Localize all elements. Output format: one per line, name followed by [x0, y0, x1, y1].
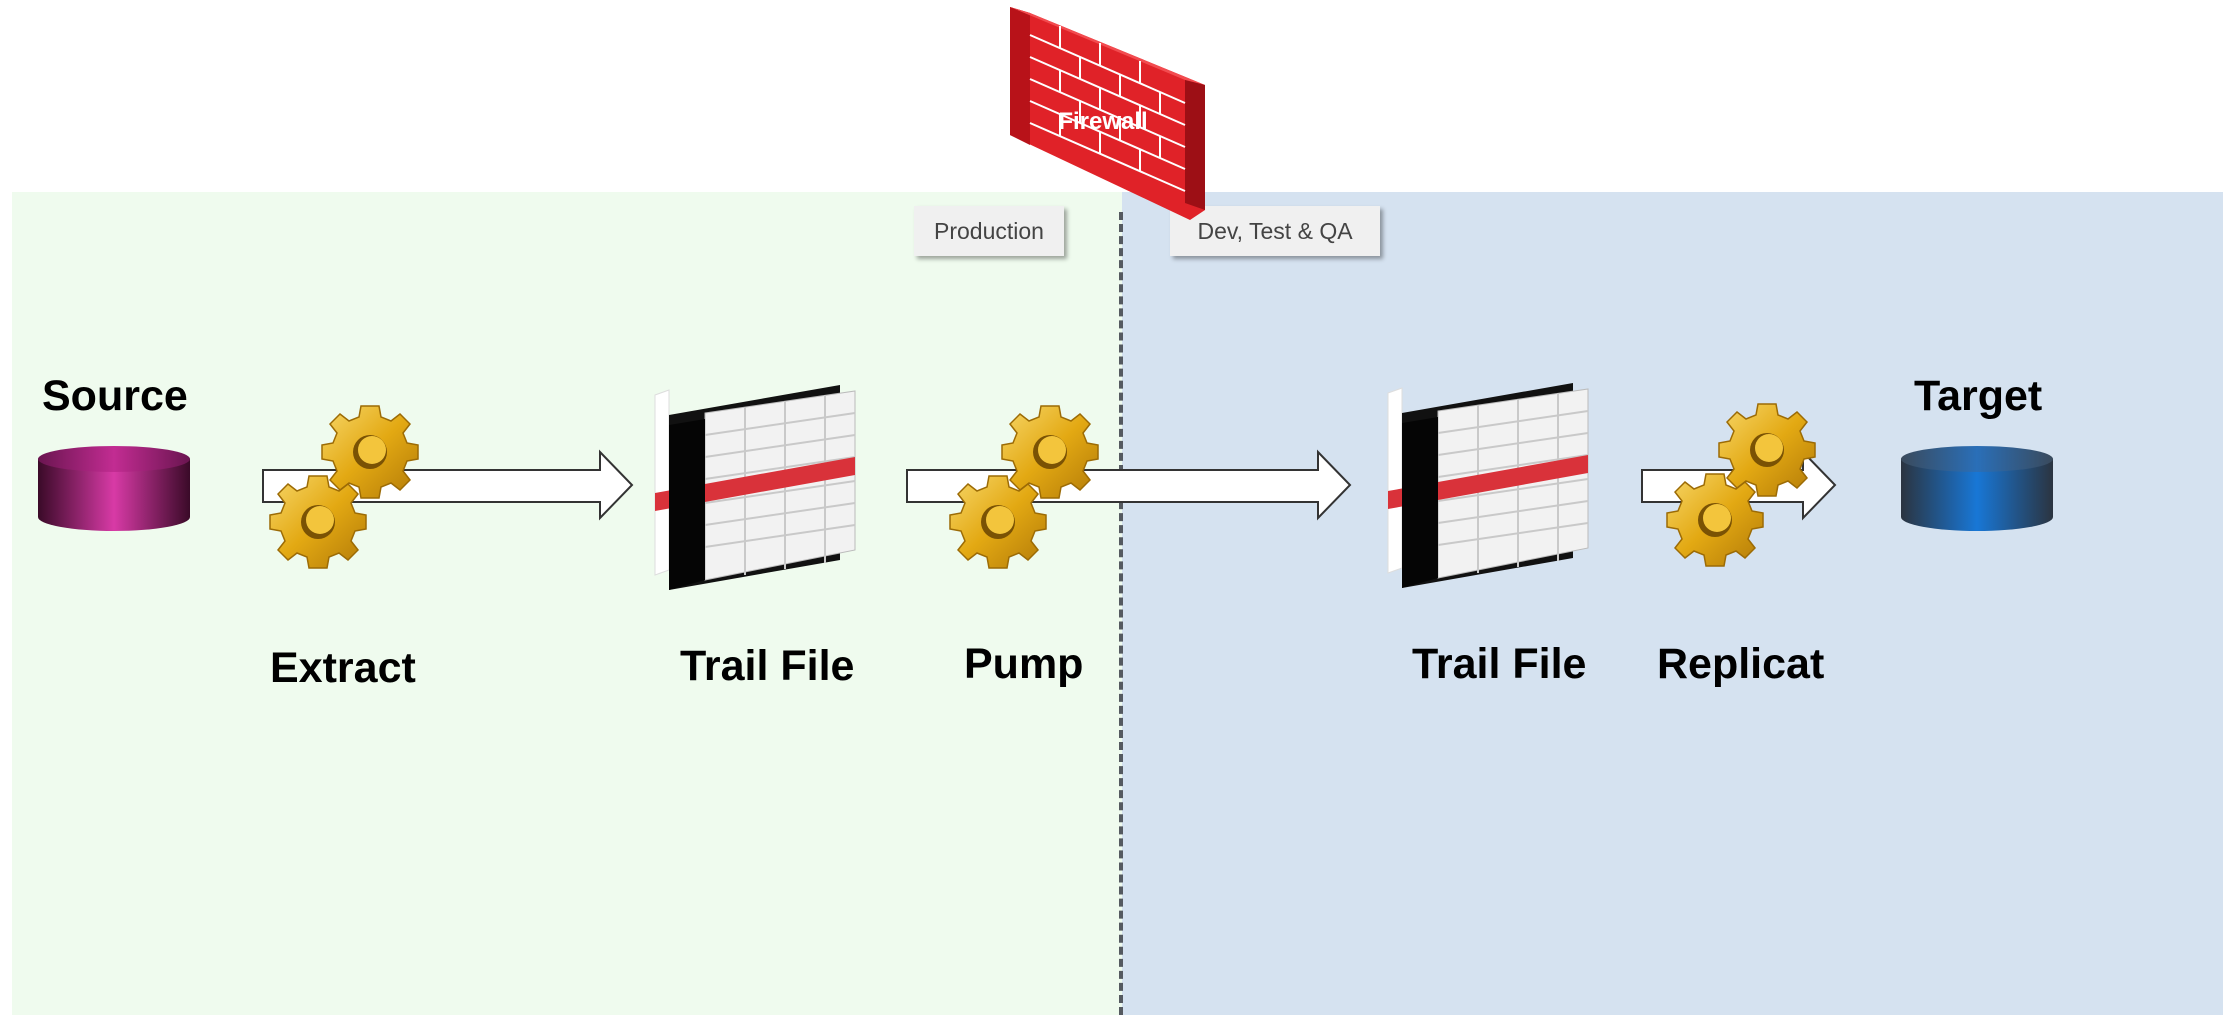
dev-test-qa-zone-label: Dev, Test & QA	[1170, 206, 1380, 256]
replicat-label: Replicat	[1657, 640, 1825, 688]
firewall-icon: Firewall	[1010, 7, 1205, 220]
trail-file-label-production: Trail File	[680, 642, 855, 690]
source-database-icon	[38, 446, 190, 531]
zone-divider	[1119, 212, 1123, 1015]
production-zone	[12, 192, 1122, 1015]
firewall-label: Firewall	[1058, 108, 1147, 135]
extract-label: Extract	[270, 644, 416, 692]
trail-file-icon-production	[654, 384, 856, 591]
pump-gear-icon	[949, 405, 1099, 569]
target-database-icon	[1901, 446, 2053, 531]
replicat-gear-icon	[1666, 403, 1816, 567]
target-label: Target	[1914, 372, 2043, 420]
trail-file-icon-dev	[1387, 382, 1589, 589]
trail-file-label-dev: Trail File	[1412, 640, 1587, 688]
pump-label: Pump	[964, 640, 1084, 688]
source-label: Source	[42, 372, 188, 420]
dev-test-qa-zone	[1122, 192, 2223, 1015]
extract-gear-icon	[269, 405, 419, 569]
production-zone-label: Production	[914, 206, 1064, 256]
